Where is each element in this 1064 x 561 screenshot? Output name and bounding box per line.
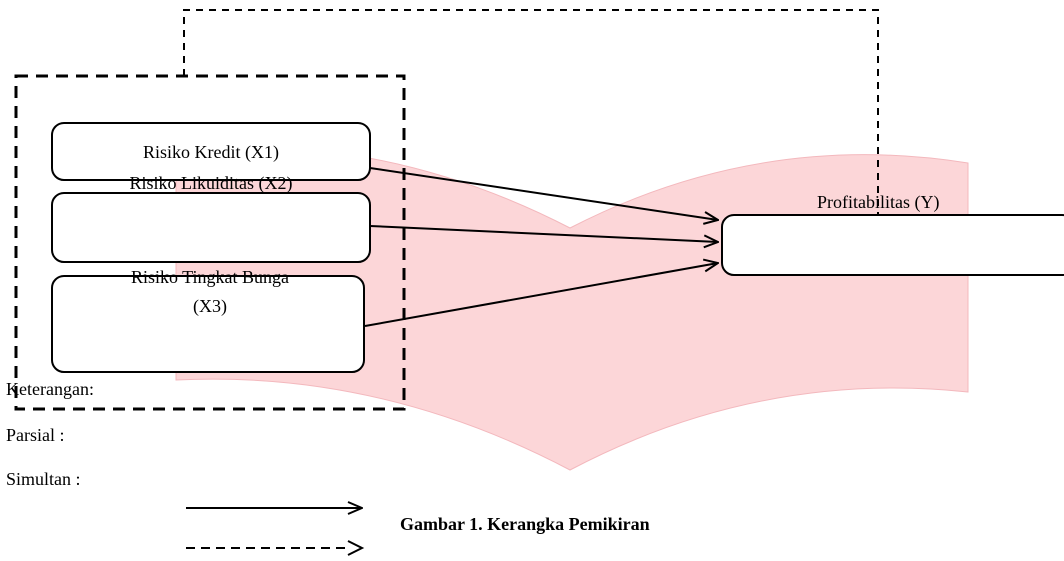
x2-box (51, 192, 371, 263)
legend-parsial: Parsial : (6, 425, 65, 445)
simultaneous-connector (183, 9, 879, 241)
arrow-x1-y (369, 167, 718, 220)
x2-label: Risiko Likuiditas (X2) (129, 173, 293, 193)
x3-label-line1: Risiko Tingkat Bunga (130, 267, 290, 287)
legend-title: Keterangan: (6, 379, 94, 399)
x1-label: Risiko Kredit (X1) (143, 142, 279, 162)
legend-dashed-arrowhead (347, 540, 365, 556)
legend-simultan: Simultan : (6, 469, 81, 489)
y-box (721, 214, 1064, 276)
x1-box (51, 122, 371, 181)
arrow-x3-y (364, 263, 718, 327)
x3-label-line2: (X3) (193, 296, 227, 316)
x3-box (51, 275, 365, 373)
y-label: Profitabilitas (Y) (817, 192, 940, 212)
figure-caption: Gambar 1. Kerangka Pemikiran (400, 514, 650, 534)
arrow-x2-y (369, 225, 718, 242)
